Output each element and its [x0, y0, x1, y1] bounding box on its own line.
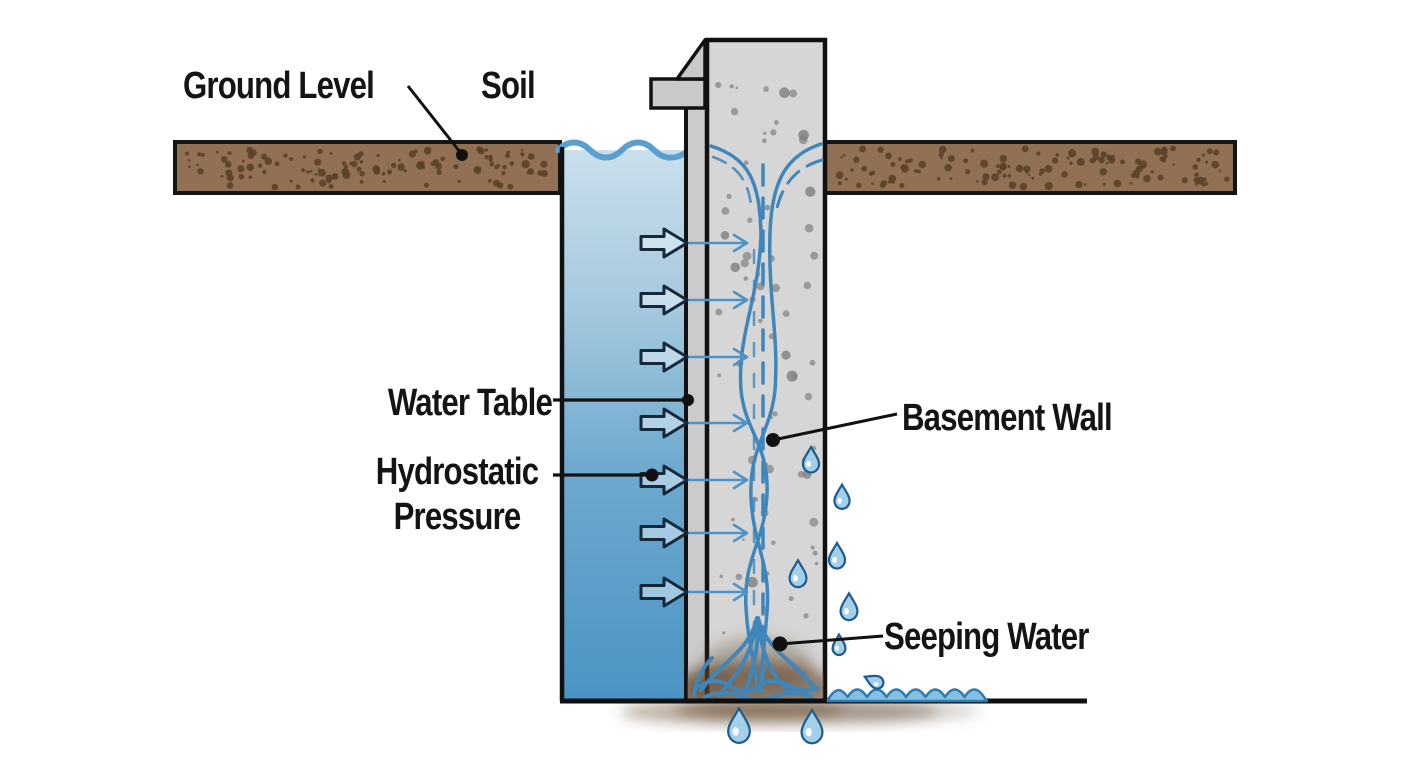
- floor-stain: [620, 702, 980, 725]
- droplet-icon: [831, 632, 847, 657]
- seepage-puddle: [826, 688, 989, 703]
- hydrostatic-pressure-label: Hydrostatic Pressure: [364, 450, 549, 540]
- seeping-water-label: Seeping Water: [884, 616, 1089, 658]
- droplet-icon: [862, 674, 885, 690]
- basement-wall-pointer: [766, 412, 898, 447]
- soil-speckles: [184, 145, 1230, 191]
- droplet-icon: [827, 540, 847, 570]
- pressure-arrows: [639, 227, 689, 608]
- water-table-pointer: [553, 394, 694, 406]
- hydrostatic-line1: Hydrostatic: [375, 451, 539, 493]
- soil-label: Soil: [481, 65, 536, 107]
- seeping-water-pointer: [772, 634, 884, 652]
- droplet-icon: [839, 591, 859, 622]
- seepage-flow-lines: [692, 142, 824, 702]
- droplet-icon: [800, 707, 824, 745]
- droplet-icon: [727, 706, 751, 744]
- wall-cap: [675, 38, 707, 81]
- water-droplets: [727, 444, 885, 745]
- ground-level-label: Ground Level: [183, 65, 375, 107]
- droplet-icon: [788, 558, 808, 589]
- water-surface-wave: [555, 139, 691, 161]
- droplet-icon: [801, 444, 821, 474]
- seep-arrows: [686, 233, 749, 602]
- hydrostatic-pointer: [553, 468, 659, 482]
- basement-wall-label: Basement Wall: [902, 397, 1113, 439]
- water-table-label: Water Table: [387, 382, 553, 424]
- ground-level-pointer: [406, 85, 468, 161]
- droplet-icon: [833, 482, 851, 510]
- wall-flange: [649, 77, 707, 110]
- hydrostatic-line2: Pressure: [393, 496, 522, 538]
